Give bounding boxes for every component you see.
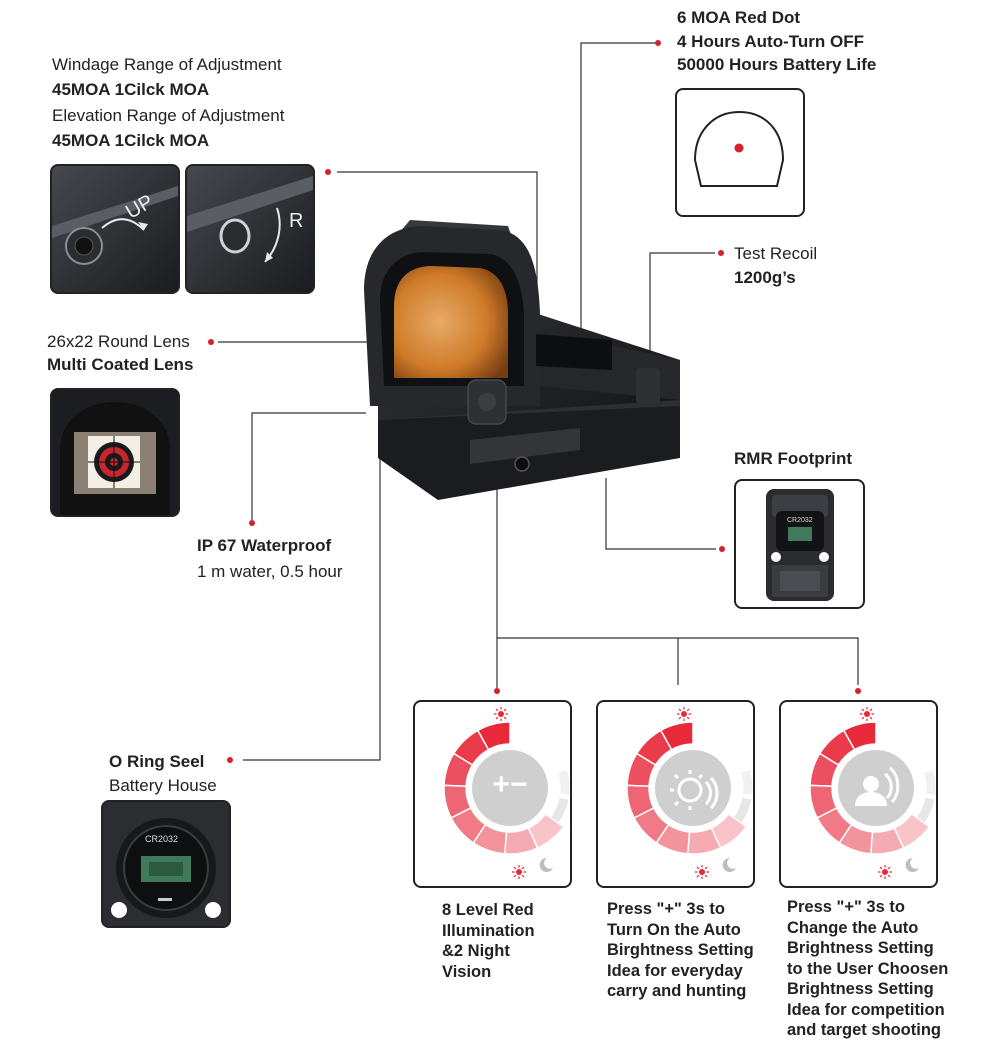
plus-minus-icon: +− xyxy=(492,768,528,801)
battery-house-image xyxy=(103,802,229,926)
footprint-image xyxy=(766,489,834,601)
leader-line-cards-bar xyxy=(497,637,859,685)
elevation-knob-photo: R xyxy=(185,164,315,294)
brightness-sun-icon xyxy=(494,707,526,879)
caption-line: Turn On the Auto xyxy=(607,920,741,939)
night-segment xyxy=(549,796,570,824)
card-auto-brightness xyxy=(596,700,755,888)
waterproof-value: 1 m water, 0.5 hour xyxy=(197,562,343,581)
night-segment xyxy=(732,796,753,824)
caption-line: Brightness Setting xyxy=(787,939,934,957)
card-1-dial xyxy=(443,707,570,879)
footprint-battery-label: CR2032 xyxy=(787,517,813,524)
caption-line: &2 Night xyxy=(442,942,510,960)
leader-dot-card-3 xyxy=(855,688,861,694)
reticle-window-image xyxy=(693,110,785,187)
leader-dot-waterproof xyxy=(249,520,255,526)
windage-knob-photo: UP xyxy=(50,164,180,294)
dial-hub xyxy=(472,750,548,826)
leader-line-red-dot xyxy=(580,42,655,352)
card-2-caption: Press "+" 3s to Turn On the Auto Birghtn… xyxy=(607,899,754,1002)
auto-brightness-icon xyxy=(670,770,719,810)
leader-line-waterproof xyxy=(251,412,366,520)
leader-dot-red-dot xyxy=(655,40,661,46)
red-dot-reticle xyxy=(734,143,744,153)
caption-line: Birghtness Setting xyxy=(607,941,754,959)
leader-line-oring xyxy=(243,440,381,761)
brightness-sun-icon xyxy=(677,707,709,879)
recoil-title: Test Recoil xyxy=(734,244,818,263)
lens-target-photo xyxy=(50,388,180,517)
user-brightness-icon xyxy=(855,766,900,806)
red-dot-line2: 4 Hours Auto-Turn OFF xyxy=(677,32,864,51)
caption-line: Vision xyxy=(442,962,492,981)
caption-line: Brightness Setting xyxy=(787,980,934,998)
recoil-value: 1200g’s xyxy=(734,268,796,287)
elevation-title: Elevation Range of Adjustment xyxy=(52,106,285,125)
leader-dot-footprint xyxy=(719,546,725,552)
night-segment xyxy=(556,768,570,796)
elevation-knob-image xyxy=(187,166,313,292)
brightness-segment xyxy=(893,812,931,849)
caption-line: Press "+" 3s to xyxy=(787,898,905,916)
footprint-title: RMR Footprint xyxy=(734,449,853,468)
caption-line: Change the Auto xyxy=(787,918,919,937)
caption-line: Illumination xyxy=(442,921,535,940)
night-segment xyxy=(915,796,936,824)
leader-line-recoil xyxy=(649,252,715,383)
caption-line: Idea for everyday xyxy=(607,961,743,980)
leader-dot-lens xyxy=(208,339,214,345)
battery-house-photo: CR2032 xyxy=(101,800,231,928)
red-dot-sight-image xyxy=(364,220,680,500)
oring-value: Battery House xyxy=(109,776,217,795)
card-2-dial xyxy=(626,707,753,879)
caption-line: Idea for competition xyxy=(787,1000,945,1019)
caption-line: Press "+" 3s to xyxy=(607,900,725,918)
red-dot-line3: 50000 Hours Battery Life xyxy=(677,55,877,74)
windage-knob-image xyxy=(52,166,178,292)
leader-dot-recoil xyxy=(718,250,724,256)
moon-icon xyxy=(722,857,736,872)
lens-value: Multi Coated Lens xyxy=(47,355,194,374)
caption-line: carry and hunting xyxy=(607,982,747,1000)
lens-title: 26x22 Round Lens xyxy=(47,332,190,351)
leader-line-windage xyxy=(337,171,538,318)
brightness-sun-icon xyxy=(860,707,892,879)
reticle-view xyxy=(675,88,805,217)
night-segment xyxy=(739,768,753,796)
card-3-dial xyxy=(809,707,936,879)
elevation-value: 45MOA 1Cilck MOA xyxy=(52,131,210,150)
caption-line: to the User Choosen xyxy=(787,959,949,978)
red-dot-line1: 6 MOA Red Dot xyxy=(677,8,801,27)
night-segment xyxy=(922,768,936,796)
card-user-brightness xyxy=(779,700,938,888)
windage-value: 45MOA 1Cilck MOA xyxy=(52,80,210,99)
footprint-photo: CR2032 xyxy=(734,479,865,609)
windage-title: Windage Range of Adjustment xyxy=(52,55,282,74)
card-3-caption: Press "+" 3s to Change the Auto Brightne… xyxy=(787,897,948,1041)
moon-icon xyxy=(539,857,553,872)
leader-dot-card-1 xyxy=(494,688,500,694)
waterproof-title: IP 67 Waterproof xyxy=(197,536,332,555)
card-1-caption: 8 Level Red Illumination &2 Night Vision xyxy=(442,900,535,982)
brightness-segment xyxy=(710,812,748,849)
leader-dot-windage xyxy=(325,169,331,175)
knob-r-label: R xyxy=(289,210,304,232)
brightness-segment xyxy=(527,812,565,849)
card-illumination-levels: +− xyxy=(413,700,572,888)
leader-dot-oring xyxy=(227,757,233,763)
caption-line: 8 Level Red xyxy=(442,901,534,919)
battery-label: CR2032 xyxy=(145,834,179,844)
caption-line: and target shooting xyxy=(787,1021,941,1039)
leader-line-footprint xyxy=(605,478,716,550)
lens-target-image xyxy=(52,390,178,515)
moon-icon xyxy=(905,857,919,872)
oring-title: O Ring Seel xyxy=(109,752,205,771)
